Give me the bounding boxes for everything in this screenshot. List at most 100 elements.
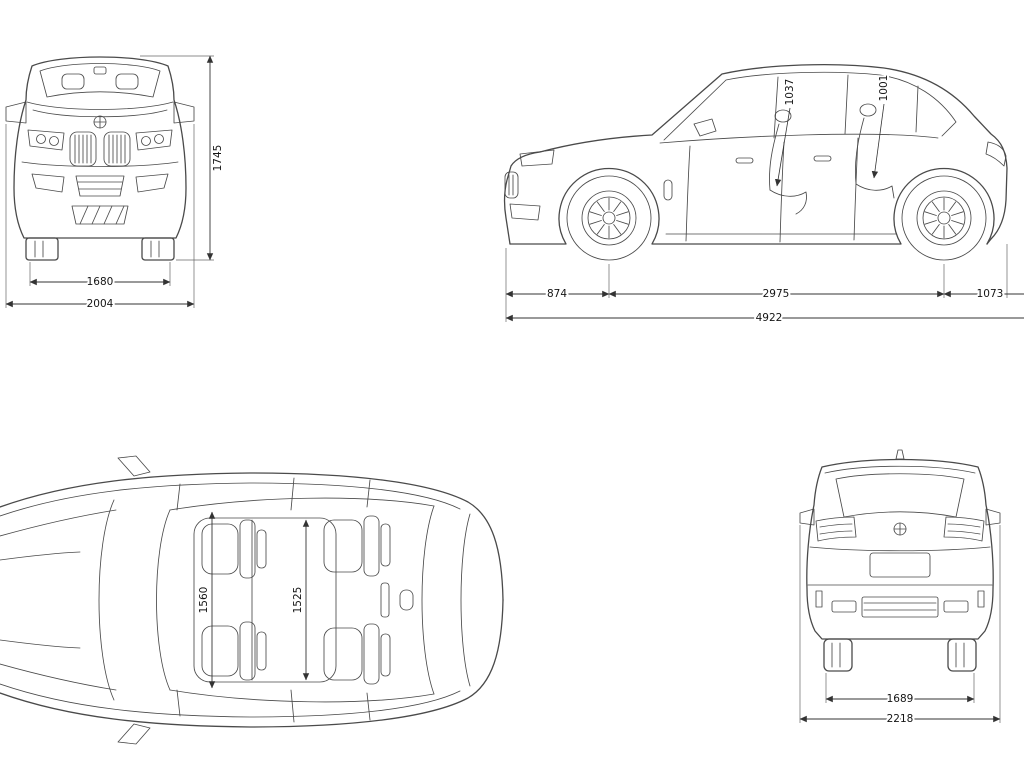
top-view-drawing: 1560 1525 [0, 455, 504, 745]
hood-crease [26, 101, 174, 110]
left-headrest [61, 73, 85, 90]
panoramic-sunroof [193, 517, 337, 683]
dim-label-wheelbase: 2975 [763, 288, 790, 300]
windshield-rear-edge [156, 509, 171, 691]
mirror-stub-right [985, 508, 1001, 526]
rear-door-handle [813, 155, 832, 162]
dim-label-width-mirrors: 2218 [887, 713, 914, 725]
top-inner-line-upper [0, 482, 461, 517]
side-headlight [519, 149, 555, 167]
rear-seats-plan [323, 515, 391, 685]
dim-chain: 874 2975 1073 4922 [505, 244, 1024, 326]
dim-overall-height: 1745 [140, 55, 226, 261]
kidney-grille-right [103, 131, 131, 167]
side-view: 1037 1001 874 2975 1073 4922 [494, 48, 1024, 338]
roof-side-lower [169, 689, 435, 703]
dim-rear-interior-width: 1525 [290, 519, 310, 681]
dim-label-front-overhang: 874 [547, 288, 567, 300]
taillight-right [943, 516, 985, 542]
front-bumper-intake [509, 203, 541, 221]
dim-track-width: 1680 [29, 262, 171, 290]
top-view: 1560 1525 [0, 452, 515, 752]
b-pillar [773, 76, 779, 139]
fender-seam [685, 145, 691, 242]
right-headrest [115, 73, 139, 90]
headlight-left [27, 129, 65, 151]
c-pillar [844, 74, 849, 135]
dim-rear-track: 1689 [825, 673, 975, 707]
top-inner-line-lower [0, 683, 461, 718]
dim-label-front-width: 1560 [198, 587, 210, 614]
windshield [39, 63, 161, 98]
front-door-seam [779, 141, 785, 243]
rear-car-body [799, 449, 1001, 672]
d-pillar [915, 85, 919, 133]
reflector-right [977, 590, 985, 608]
rear-seat-profile [854, 103, 895, 199]
front-seat-profile [769, 109, 807, 215]
skid-plate [71, 205, 129, 225]
roof-spoiler [824, 465, 976, 474]
mirror-stub-left [799, 508, 815, 526]
rear-door-seam-upper [366, 479, 371, 508]
top-body-outline-lower [0, 599, 504, 728]
front-wheel-left [25, 237, 59, 261]
beltline [659, 133, 939, 144]
dim-label-height: 1745 [212, 145, 224, 172]
exhaust-right [943, 600, 969, 613]
headlight-right [135, 129, 173, 151]
nose-line-lower [0, 639, 81, 649]
rearview-mirror [93, 66, 107, 75]
brand-roundel-icon [93, 115, 107, 129]
front-view-drawing: 1745 1680 2004 [5, 55, 226, 312]
rear-view: 1689 2218 [790, 425, 1024, 727]
kidney-grille-left [69, 131, 97, 167]
license-plate-recess [869, 552, 931, 578]
windshield-front-edge [98, 499, 115, 701]
front-seats-plan [201, 519, 267, 681]
side-grille [504, 171, 519, 199]
side-intake-right [135, 173, 169, 193]
dim-width-with-mirrors: 2218 [799, 525, 1001, 727]
dim-label-rear-track: 1689 [887, 693, 914, 705]
dim-label-rear-width: 1525 [292, 587, 304, 614]
antenna-fin-icon [895, 449, 905, 460]
rear-wheel-left [823, 638, 853, 672]
left-mirror [5, 101, 27, 124]
reflector-left [815, 590, 823, 608]
side-mirror [693, 118, 717, 137]
fender-seam-lower [176, 689, 181, 717]
hood-crease-upper [0, 509, 117, 537]
front-body-outline [13, 56, 187, 239]
rear-window-rear-edge [460, 513, 471, 687]
tailgate-seam [809, 546, 991, 552]
hood-crease-lower [0, 663, 117, 691]
side-body-outline [503, 63, 1008, 245]
rear-window [835, 473, 965, 518]
front-wheel [566, 175, 652, 261]
top-mirror-lower [117, 723, 151, 745]
bumper-crease [21, 161, 179, 167]
fender-seam-upper [176, 483, 181, 511]
front-door-handle [735, 157, 754, 164]
fender-vent [663, 179, 673, 201]
front-door-seam-lower [290, 689, 295, 723]
rear-view-drawing: 1689 2218 [799, 449, 1001, 727]
brand-roundel-icon [893, 522, 907, 536]
right-mirror [173, 101, 195, 124]
rear-wheel-right [947, 638, 977, 672]
rear-wheel [901, 175, 987, 261]
dim-overall-width: 2004 [5, 124, 195, 312]
front-view: 1745 1680 2004 [0, 38, 235, 316]
dim-label-rear-overhang: 1073 [977, 288, 1004, 300]
dim-label-track: 1680 [87, 276, 114, 288]
center-air-intake [75, 175, 125, 197]
dim-label-rear-seat-height: 1001 [878, 75, 890, 102]
nose-line-upper [0, 551, 81, 561]
taillight-side [985, 141, 1007, 167]
rear-window-front-edge [421, 505, 435, 695]
side-intake-left [31, 173, 65, 193]
side-view-drawing: 1037 1001 874 2975 1073 4922 [503, 63, 1024, 326]
glasshouse [663, 71, 957, 141]
